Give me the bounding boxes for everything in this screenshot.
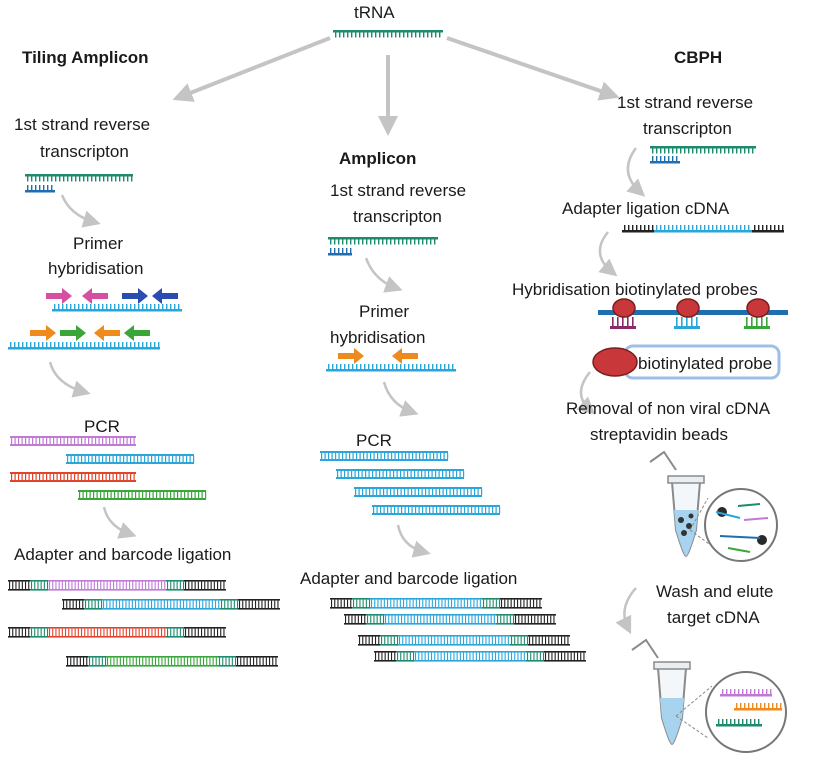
legend-biotin-icon — [592, 347, 638, 377]
cbph-adapter-right — [752, 225, 784, 233]
amplicon-pcr-product-4 — [372, 505, 501, 515]
amplicon-step-primer-line2: hybridisation — [330, 328, 425, 347]
cbph-arrow-3 — [576, 371, 596, 415]
amplicon-pcr-product-2 — [336, 469, 465, 479]
cbph-arrow-1 — [626, 147, 646, 197]
cbph-heading: CBPH — [674, 48, 722, 67]
amplicon-step-pcr: PCR — [356, 431, 392, 450]
tiling-arrow-3 — [102, 506, 137, 539]
tiling-library-1 — [8, 580, 226, 591]
tiling-primer-pink-left — [82, 288, 108, 304]
amplicon-arrow-3 — [396, 524, 431, 558]
cbph-adapter-cdna — [654, 225, 752, 233]
eluted-cdna-3 — [716, 719, 762, 727]
tiling-step-primer-line2: hybridisation — [48, 259, 143, 278]
tiling-primer-orange-right — [30, 325, 56, 341]
eluted-cdna-1 — [720, 689, 772, 697]
tiling-step-pcr: PCR — [84, 417, 120, 436]
eluted-cdna-2 — [734, 703, 782, 711]
tiling-pcr-product-2 — [66, 454, 195, 464]
tiling-template-1 — [52, 304, 182, 312]
elution-tube-icon — [631, 638, 787, 753]
tiling-step-rt-line1: 1st strand reverse — [14, 115, 150, 134]
amplicon-primer-forward — [338, 348, 364, 364]
tiling-step-primer-line1: Primer — [73, 234, 123, 253]
tiling-primer-orange-left — [94, 325, 120, 341]
amplicon-step-rt-line2: transcripton — [353, 207, 442, 226]
tiling-pcr-product-3 — [10, 472, 136, 482]
cbph-step-rt-line1: 1st strand reverse — [617, 93, 753, 112]
tiling-primer-green-right — [60, 325, 86, 341]
amplicon-cdna-short — [328, 248, 352, 256]
tiling-cdna-short — [25, 185, 55, 193]
cbph-arrow-4 — [615, 587, 637, 635]
cbph-arrow-2 — [598, 231, 618, 277]
cbph-step-wash-line1: Wash and elute — [656, 582, 774, 601]
cbph-probe-1 — [610, 317, 636, 329]
amplicon-arrow-2 — [382, 381, 419, 417]
tiling-arrow-2 — [48, 361, 91, 398]
tiling-step-rt-line2: transcripton — [40, 142, 129, 161]
main-arrows — [172, 36, 620, 136]
amplicon-template — [326, 364, 456, 372]
tiling-template-2 — [8, 342, 160, 350]
amplicon-library-3 — [358, 635, 570, 646]
tiling-primer-navy-left — [152, 288, 178, 304]
tube-with-beads-icon — [649, 450, 778, 562]
cbph-probe-3 — [744, 317, 770, 329]
cbph-biotin-3 — [746, 298, 770, 318]
tiling-pcr-product-4 — [78, 490, 207, 500]
amplicon-primer-reverse — [392, 348, 418, 364]
cbph-step-removal-line2: streptavidin beads — [590, 425, 728, 444]
cbph-step-wash-line2: target cDNA — [667, 608, 760, 627]
cbph-trna-strand — [650, 146, 756, 154]
trna-label: tRNA — [354, 3, 395, 22]
amplicon-pcr-product-1 — [320, 451, 449, 461]
tiling-library-2 — [62, 599, 280, 610]
cbph-biotin-2 — [676, 298, 700, 318]
amplicon-arrow-1 — [364, 257, 403, 293]
tiling-library-4 — [66, 656, 278, 667]
tiling-trna-strand — [25, 174, 133, 182]
amplicon-heading: Amplicon — [339, 149, 416, 168]
tiling-step-ligation: Adapter and barcode ligation — [14, 545, 231, 564]
amplicon-pcr-product-3 — [354, 487, 483, 497]
tiling-primer-pink-right — [46, 288, 72, 304]
legend-label: biotinylated probe — [638, 354, 772, 373]
cbph-cdna-short — [650, 156, 680, 164]
amplicon-trna-strand — [328, 237, 438, 245]
tiling-primer-green-left — [124, 325, 150, 341]
cbph-biotin-1 — [612, 298, 636, 318]
cbph-adapter-left — [622, 225, 654, 233]
cbph-step-rt-line2: transcripton — [643, 119, 732, 138]
tiling-library-3 — [8, 627, 226, 638]
tiling-pcr-product-1 — [10, 436, 136, 446]
cbph-step-removal-line1: Removal of non viral cDNA — [566, 399, 771, 418]
amplicon-library-1 — [330, 598, 542, 609]
amplicon-library-2 — [344, 614, 556, 625]
tiling-arrow-1 — [60, 194, 101, 228]
cbph-step-adapter: Adapter ligation cDNA — [562, 199, 730, 218]
tiling-primer-navy-right — [122, 288, 148, 304]
cbph-step-hybridisation: Hybridisation biotinylated probes — [512, 280, 758, 299]
trna-strand — [333, 30, 443, 38]
tiling-amplicon-heading: Tiling Amplicon — [22, 48, 149, 67]
amplicon-step-rt-line1: 1st strand reverse — [330, 181, 466, 200]
amplicon-step-ligation: Adapter and barcode ligation — [300, 569, 517, 588]
cbph-probe-2 — [674, 317, 700, 329]
amplicon-library-4 — [374, 651, 586, 662]
amplicon-step-primer-line1: Primer — [359, 302, 409, 321]
